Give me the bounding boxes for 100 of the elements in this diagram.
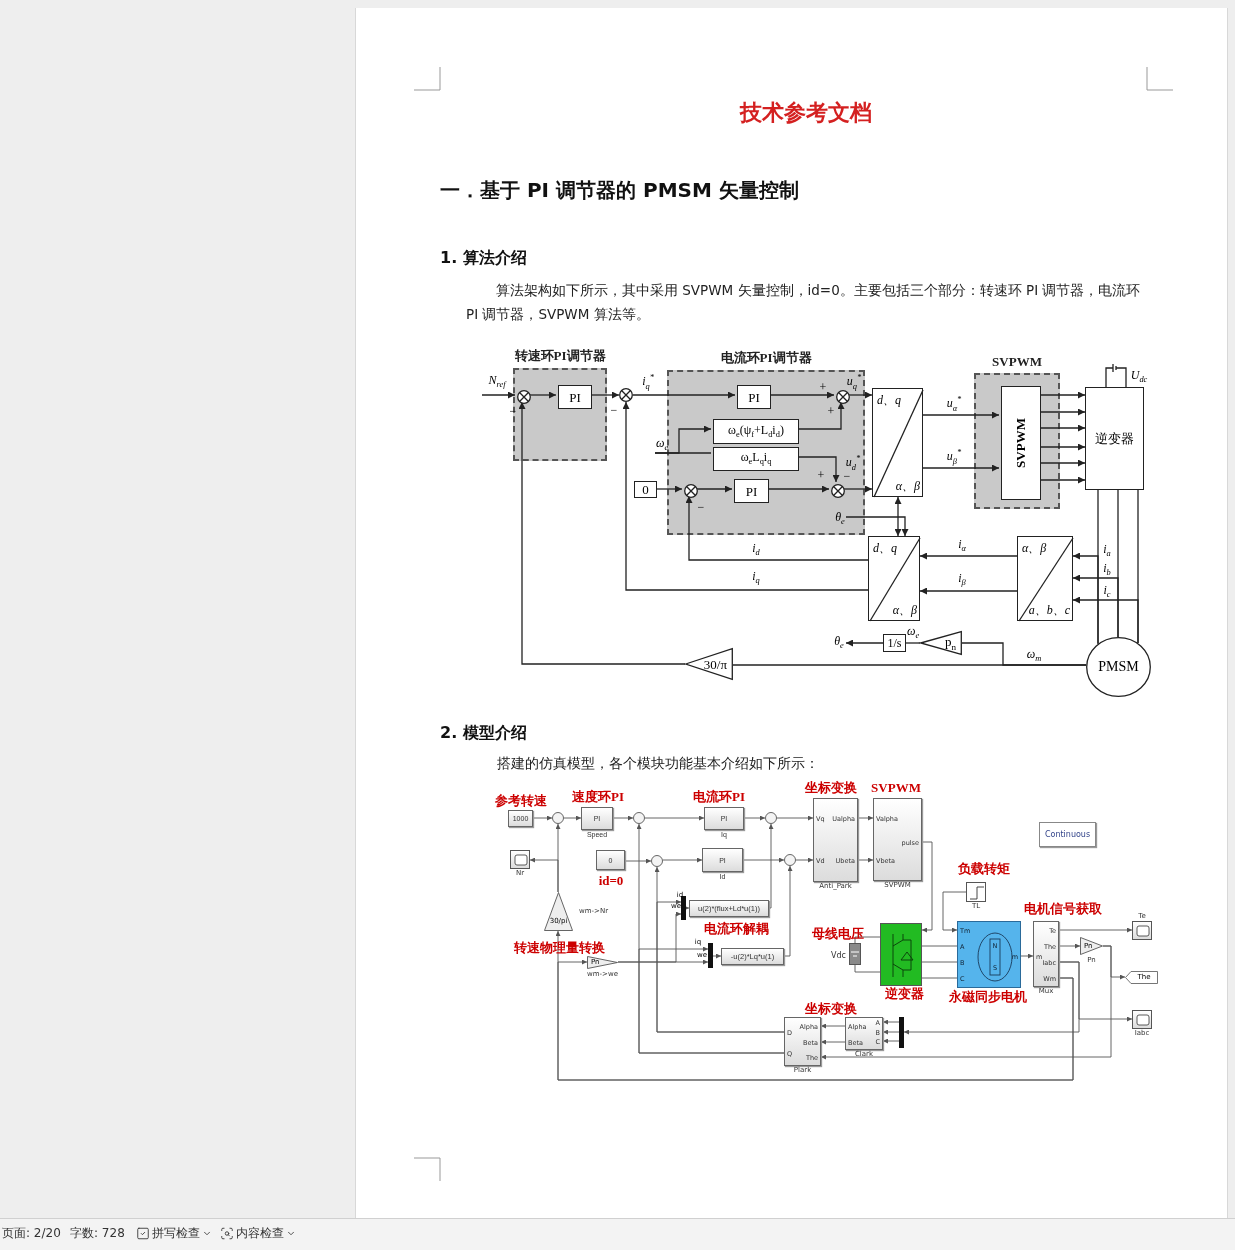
status-text: 页面: 2/20 [2,1224,61,1242]
sign-symbol: − [509,405,517,417]
group-heading: 电流环PI调节器 [720,349,812,367]
connector-line [921,977,958,979]
annotation-label: 电机信号获取 [1024,900,1102,918]
inverter-block [880,923,922,986]
arrow [1072,596,1139,644]
signal-symbol: U$_{dc}$ [1130,367,1148,385]
block-box [558,385,592,409]
edge-label: i$_{c}$ [1103,582,1111,600]
arrow [528,391,557,399]
annotation-label: 坐标变换 [805,779,857,797]
mux-bar [899,1017,904,1048]
motor-circle [1086,637,1151,697]
axis-label: a、b、c [1028,604,1070,616]
block-label: ω$_{e}$L$_{q}$i$_{q}$ [740,451,772,467]
body-text: 搭建的仿真模型，各个模块功能基本介绍如下所示： [497,755,819,773]
sum-block [651,855,663,867]
simulink-block [689,900,769,917]
connector-line [961,642,1087,666]
connector-line [854,936,881,944]
summing-junction [836,390,850,404]
document-title: 技术参考文档 [740,99,872,127]
group-heading: 转速环PI调节器 [514,347,606,365]
axis-label: α、β [895,480,920,492]
edge-label: ω$_{e}$ [655,435,669,453]
arrow [632,391,736,399]
block-label: 0 [642,483,649,496]
edge-label: i$_{α}$ [958,536,966,554]
arrow [845,639,884,647]
annotation-label: 母线电压 [812,925,864,943]
block-label: Continuous [1044,830,1091,839]
edge-label: i$_{a}$ [1103,541,1111,559]
arrow [842,485,873,493]
sign-symbol: + [827,405,835,417]
block-label: PI [748,390,760,404]
gain-triangle [685,648,733,680]
spell-check-button: 拼写检查 [133,1222,215,1244]
sign-symbol: − [697,501,705,513]
axis-label: d、q [877,394,901,406]
arrow [685,495,869,561]
arrow [919,587,1018,595]
block-box [634,481,657,498]
annotation-label: SVPWM [871,780,921,796]
mux-bar [708,943,713,968]
sum-block [765,812,777,824]
block-label: θ$_{e}$ [834,635,844,651]
group-heading: SVPWM [992,354,1042,370]
simulink-block [721,948,784,965]
block-label: PI [745,484,758,498]
edge-label: i$_{d}$ [752,540,760,558]
arrow [919,552,1018,560]
annotation-label: 逆变器 [884,985,924,1003]
axis-label: d、q [873,542,897,554]
arrow [922,411,1000,419]
block-box [734,479,769,503]
axis-label: α、β [892,604,917,616]
block-label: PI [569,390,581,404]
sign-symbol: − [843,470,851,482]
transform-block [868,536,920,621]
block-label: p$_{n}$ [944,634,956,652]
sign-symbol: + [819,381,827,393]
axis-label: α、β [1022,542,1047,554]
edge-label: ω$_{m}$ [1026,646,1042,664]
block-label: PMSM [1098,660,1139,674]
sign-symbol: + [817,469,825,481]
simulink-block [1039,822,1096,847]
content-check-button: 内容检查 [217,1222,299,1244]
arrow [622,401,869,591]
subsection-heading: 1. 算法介绍 [440,247,527,269]
annotation-label: 电流环解耦 [703,920,769,938]
summing-junction [619,388,633,402]
arrow [518,401,686,665]
gain-triangle [920,631,962,655]
connector-line [905,642,921,644]
edge-label: ω$_{e}$ [906,623,920,641]
block-caption: Vdc [831,951,846,960]
annotation-label: 永磁同步电机 [949,988,1027,1006]
arrow [894,496,902,537]
block-label: 30/π [703,657,727,671]
arrow [695,485,733,493]
block-box [1001,386,1041,500]
annotation-label: 负载转矩 [958,860,1010,878]
summing-junction [517,390,531,404]
annotation-label: id=0 [598,873,624,889]
status-text: 字数: 728 [70,1224,125,1242]
block-label: SVPWM [1013,418,1029,468]
annotation-label: 参考转速 [495,792,547,810]
block-box [713,419,799,444]
arrow [1072,574,1119,638]
simulink-block [508,810,533,827]
section-heading: 一．基于 PI 调节器的 PMSM 矢量控制 [440,176,799,204]
sum-block [552,812,564,824]
summing-junction [831,484,845,498]
annotation-label: 电流环PI [693,788,745,806]
edge-label: N$_{ref}$ [488,372,506,390]
annotation-label: 速度环PI [572,788,624,806]
block-label: 逆变器 [1095,432,1134,445]
transform-block [872,388,923,497]
block-box [1085,387,1144,490]
